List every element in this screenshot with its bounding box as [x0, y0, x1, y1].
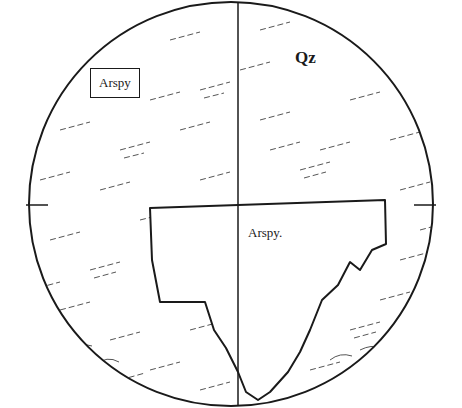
- mineral-grain-outline: Arspy.: [148, 196, 388, 402]
- crosshair-tick: [26, 204, 48, 206]
- mineral-label: Qz: [292, 48, 319, 69]
- field-circle: [29, 2, 433, 406]
- grain-boundary: [150, 200, 386, 400]
- grain-mask: [150, 200, 386, 400]
- crosshair-tick: [414, 204, 436, 206]
- mineral-label: Arspy: [99, 76, 131, 90]
- mineral-grain-box: Arspy: [90, 68, 140, 98]
- mineral-label: Arspy.: [248, 226, 282, 240]
